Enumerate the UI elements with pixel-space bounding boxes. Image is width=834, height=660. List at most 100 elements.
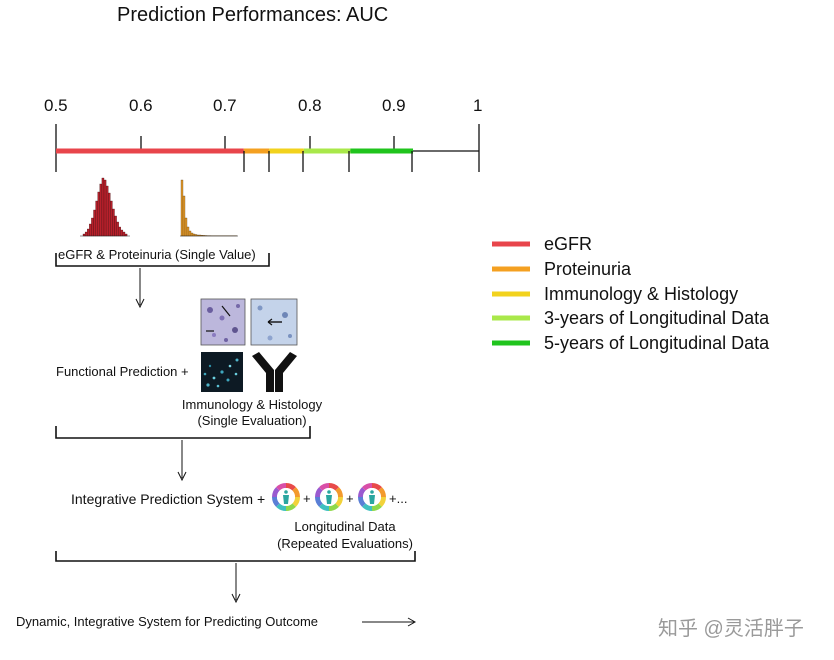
histogram-bar — [118, 226, 121, 237]
histogram-bar — [93, 209, 96, 237]
histogram-bar — [91, 217, 94, 237]
segment-ticks — [243, 151, 413, 172]
histogram-bar — [99, 183, 103, 237]
histogram-bar — [87, 228, 90, 237]
histogram-bar — [97, 191, 100, 237]
histogram-bar — [114, 215, 117, 237]
histogram-bar — [184, 217, 188, 237]
wheel-segment — [329, 483, 339, 491]
wheel-segment — [272, 487, 280, 497]
wheel-segment — [378, 487, 386, 497]
outcome-label: Dynamic, Integrative System for Predicti… — [16, 614, 319, 629]
wheel-segment — [319, 503, 329, 511]
proteinuria-histogram — [180, 179, 238, 237]
histology-image-2 — [250, 298, 298, 346]
watermark: 知乎 @灵活胖子 — [658, 618, 804, 640]
histogram-bar — [180, 179, 184, 237]
wheel-segment — [319, 483, 329, 491]
histogram-bar — [186, 226, 190, 237]
figure-body — [283, 495, 289, 504]
figure-head — [284, 490, 288, 494]
wheel-segment — [372, 483, 382, 491]
stage3-arrowhead — [231, 593, 241, 604]
longitudinal-wheel-icon — [272, 483, 300, 511]
legend-label-immunology: Immunology & Histology — [544, 284, 739, 304]
figure-body — [326, 495, 332, 504]
wheel-segment — [362, 483, 372, 491]
wheel-segment — [372, 503, 382, 511]
histogram-bar — [95, 200, 98, 237]
histogram-bar — [110, 200, 113, 237]
wheel-segment — [286, 503, 296, 511]
outcome-arrowhead — [407, 617, 417, 627]
wheel-segment — [272, 497, 280, 507]
figure-head — [370, 490, 374, 494]
stage3-suffix: +... — [389, 491, 408, 506]
stage3-bracket — [55, 551, 416, 562]
wheel-segment — [292, 497, 300, 507]
histogram-bar — [188, 230, 192, 237]
histogram-bar — [116, 221, 119, 237]
wheel-segment — [358, 487, 366, 497]
figure-body — [369, 495, 375, 504]
tick-label-0-8: 0.8 — [298, 96, 322, 115]
wheel-segment — [378, 497, 387, 507]
histogram-bar — [190, 232, 194, 237]
stage3-prefix: Integrative Prediction System + — [71, 491, 266, 507]
wheel-segment — [315, 487, 323, 497]
longitudinal-wheel-icon — [358, 483, 387, 511]
histogram-bar — [108, 192, 111, 237]
wheel-segment — [315, 497, 323, 507]
wheel-segment — [292, 487, 300, 497]
stage2-bracket — [55, 426, 311, 439]
wheel-segment — [286, 483, 296, 491]
stage1-arrowhead — [135, 298, 145, 309]
tick-label-0-9: 0.9 — [382, 96, 406, 115]
tick-label-0-7: 0.7 — [213, 96, 237, 115]
stage1-label: eGFR & Proteinuria (Single Value) — [58, 247, 256, 262]
histogram-bar — [182, 195, 186, 237]
stage3-caption-2: (Repeated Evaluations) — [277, 536, 413, 551]
antibody-icon — [252, 352, 297, 392]
histogram-bar — [103, 179, 107, 237]
histogram-bar — [89, 223, 92, 237]
wheel-segment — [335, 497, 343, 507]
longitudinal-wheel-icon — [315, 483, 343, 511]
histogram-bar — [84, 231, 88, 237]
longitudinal-icons — [272, 483, 387, 511]
histogram-bar — [120, 229, 124, 237]
chart-title: Prediction Performances: AUC — [117, 4, 389, 26]
stage1-bracket — [55, 253, 270, 267]
histogram-bar — [112, 208, 115, 237]
egfr-histogram — [80, 177, 130, 237]
histogram-bar — [101, 177, 105, 237]
legend-label-5yr: 5-years of Longitudinal Data — [544, 333, 770, 353]
tick-label-0-6: 0.6 — [129, 96, 153, 115]
wheel-segment — [362, 503, 372, 511]
wheel-segment — [276, 503, 286, 511]
figure-head — [327, 490, 331, 494]
stage2-prefix: Functional Prediction + — [56, 364, 189, 379]
wheel-segment — [335, 487, 343, 497]
stage2-caption-1: Immunology & Histology — [181, 397, 323, 412]
wheel-segment — [276, 483, 286, 491]
stage3-plus-2: + — [346, 491, 354, 506]
legend-label-proteinuria: Proteinuria — [544, 259, 632, 279]
stage2-arrowhead — [177, 471, 187, 482]
tick-label-0-5: 0.5 — [44, 96, 68, 115]
stage2-caption-2: (Single Evaluation) — [197, 413, 307, 428]
legend-label-3yr: 3-years of Longitudinal Data — [544, 308, 770, 328]
wheel-segment — [329, 503, 339, 511]
immunofluorescence-image — [201, 352, 243, 392]
stage3-plus-1: + — [303, 491, 311, 506]
histology-image-1 — [200, 298, 246, 346]
axis-ticks — [55, 124, 480, 172]
legend-swatches — [492, 241, 530, 346]
tick-label-1: 1 — [473, 96, 483, 115]
histogram-bar — [105, 185, 109, 237]
histogram-bar — [122, 231, 126, 237]
legend-label-egfr: eGFR — [544, 234, 593, 254]
wheel-segment — [358, 497, 366, 507]
stage3-caption-1: Longitudinal Data — [294, 519, 396, 534]
